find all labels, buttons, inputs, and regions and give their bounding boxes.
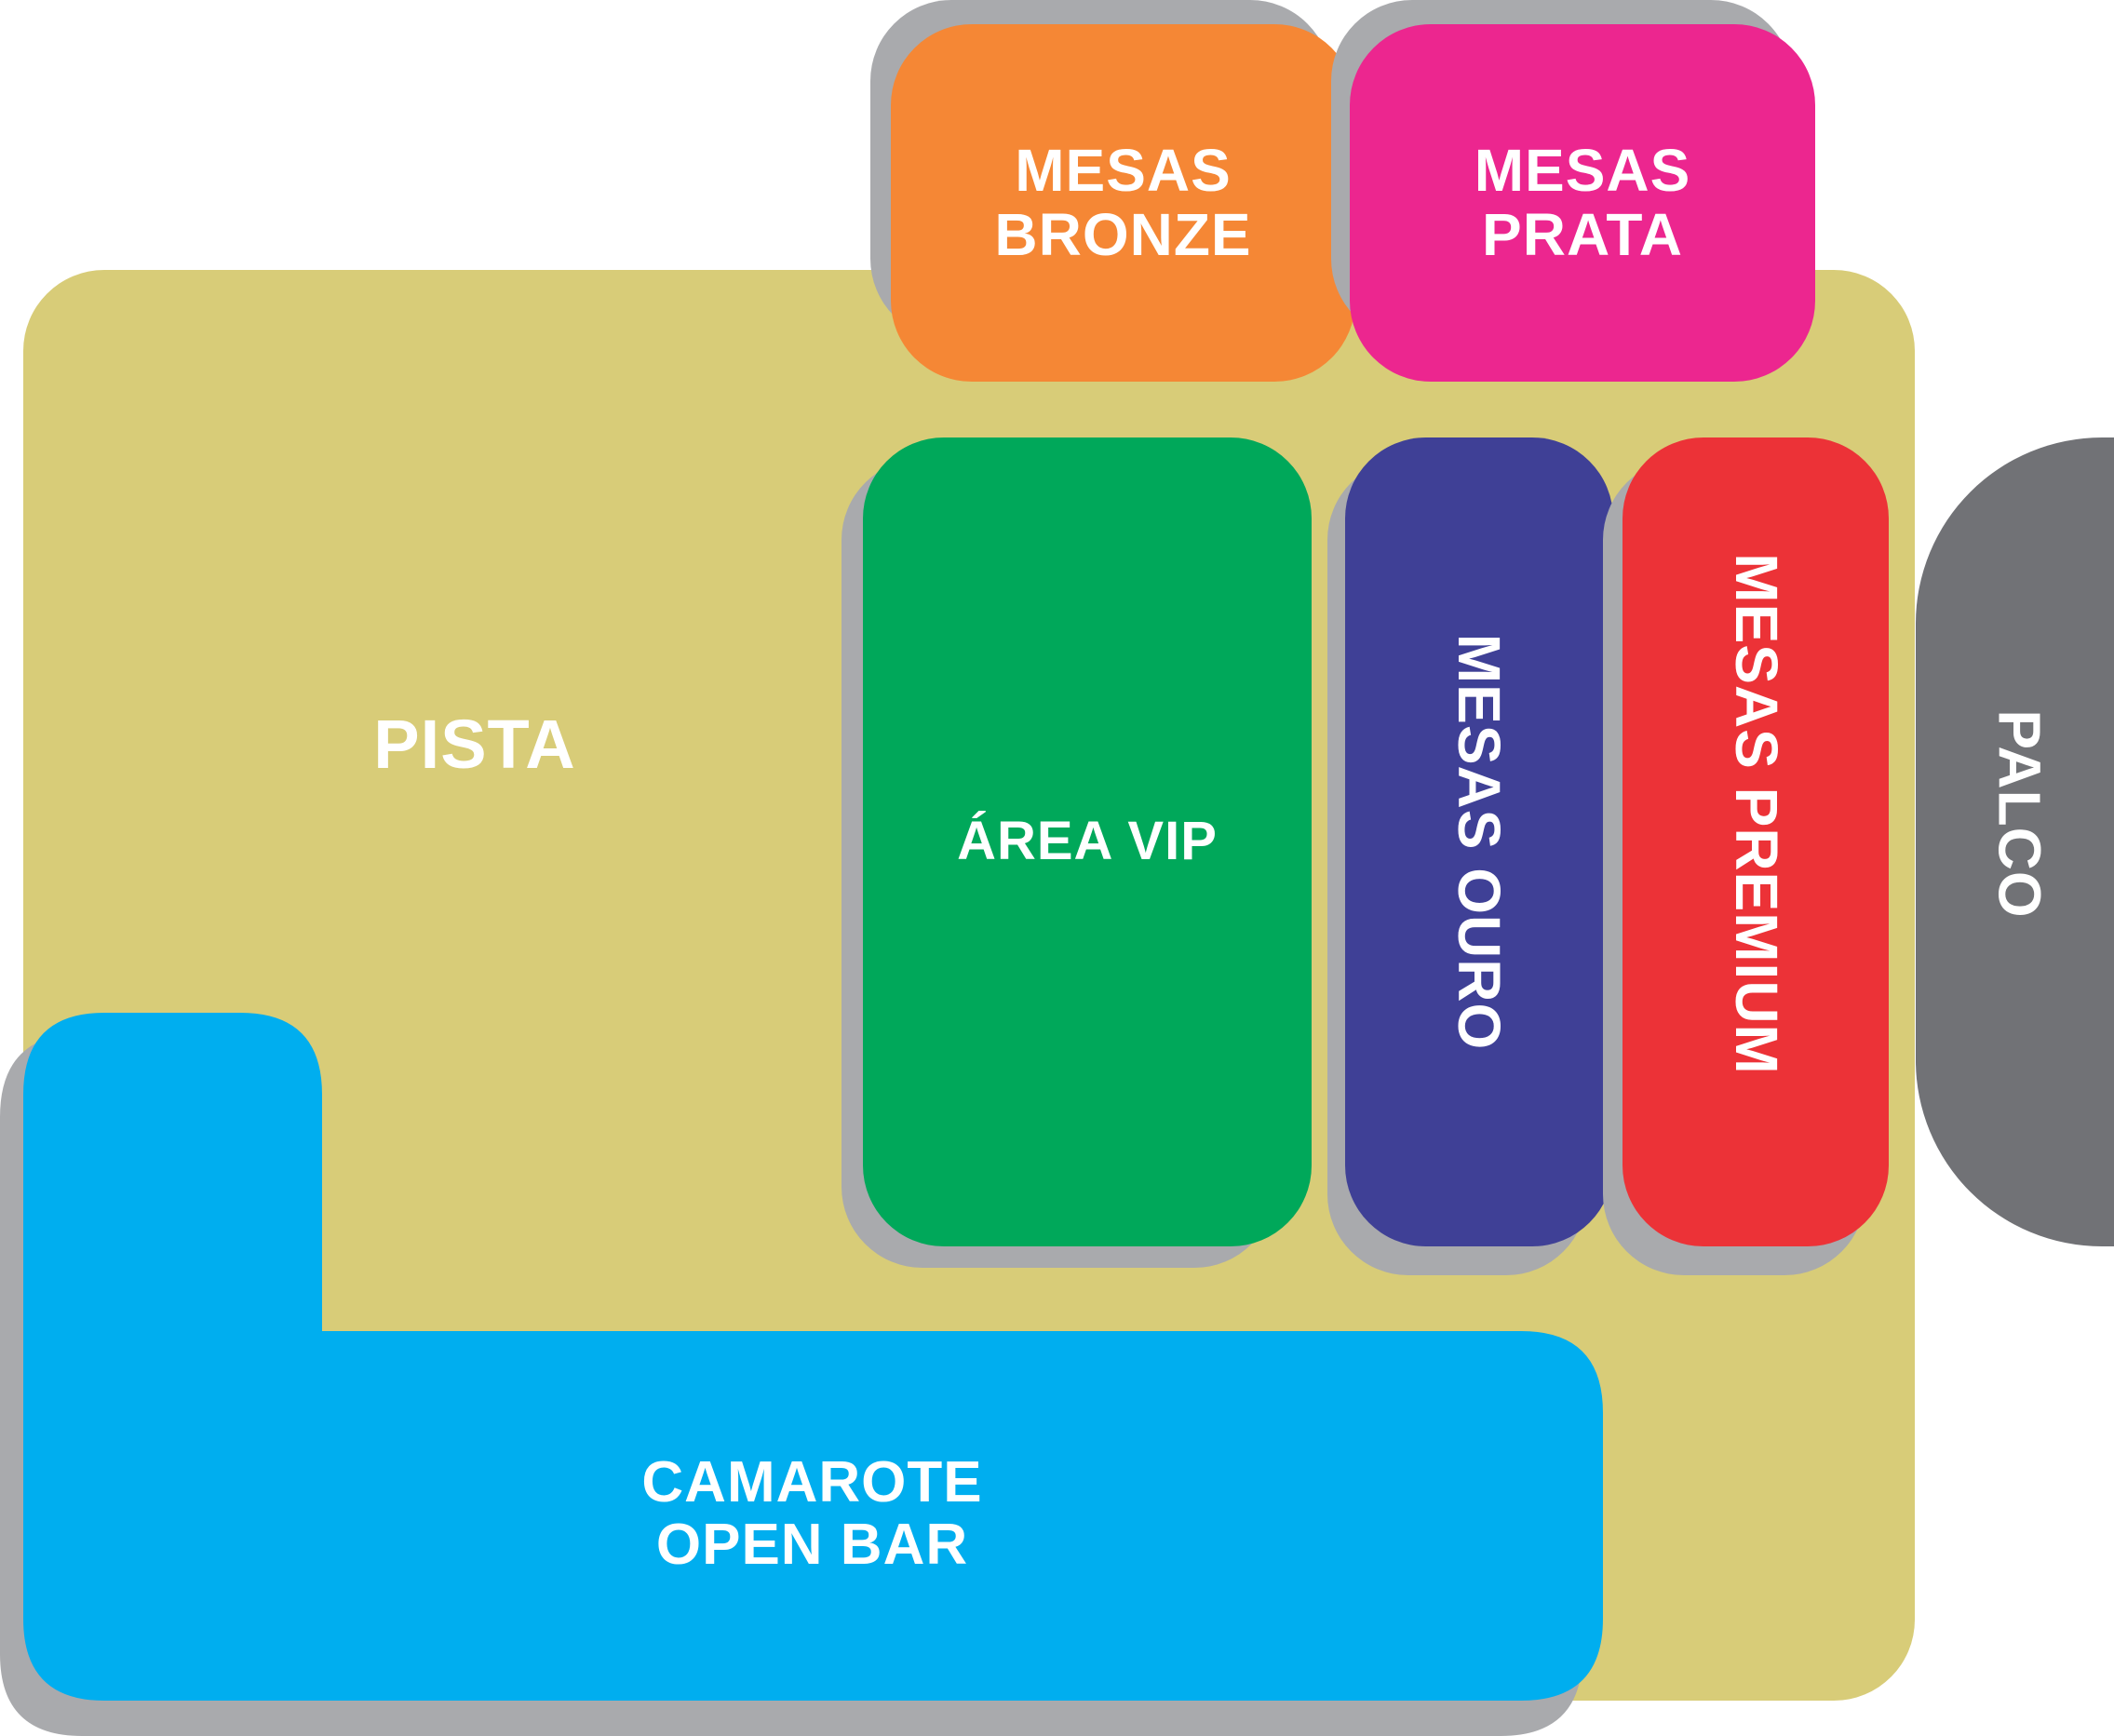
zone-mesas-prata[interactable]: MESAS PRATA (1350, 24, 1815, 382)
zone-palco[interactable]: PALCO (1916, 437, 2114, 1246)
mesas-bronze-line2: BRONZE (994, 201, 1252, 268)
zone-mesas-bronze[interactable]: MESAS BRONZE (891, 24, 1355, 382)
mesas-bronze-line1: MESAS (1015, 136, 1232, 204)
zone-mesas-ouro[interactable]: MESAS OURO (1345, 437, 1613, 1246)
zone-area-vip[interactable]: ÁREA VIP (863, 437, 1312, 1246)
pista-label: PISTA (373, 706, 576, 783)
camarote-line2: OPEN BAR (655, 1512, 969, 1577)
mesas-premium-label: MESAS PREMIUM (1722, 553, 1790, 1075)
camarote-shape (23, 1013, 1603, 1701)
mesas-prata-line2: PRATA (1482, 201, 1683, 268)
zone-camarote[interactable] (0, 987, 1638, 1736)
palco-label: PALCO (1986, 709, 2054, 919)
zone-mesas-premium[interactable]: MESAS PREMIUM (1623, 437, 1889, 1246)
area-vip-label: ÁREA VIP (957, 811, 1218, 872)
camarote-line1: CAMAROTE (641, 1450, 983, 1514)
mesas-prata-line1: MESAS (1474, 136, 1691, 204)
camarote-label: CAMAROTE OPEN BAR (559, 1450, 1066, 1577)
